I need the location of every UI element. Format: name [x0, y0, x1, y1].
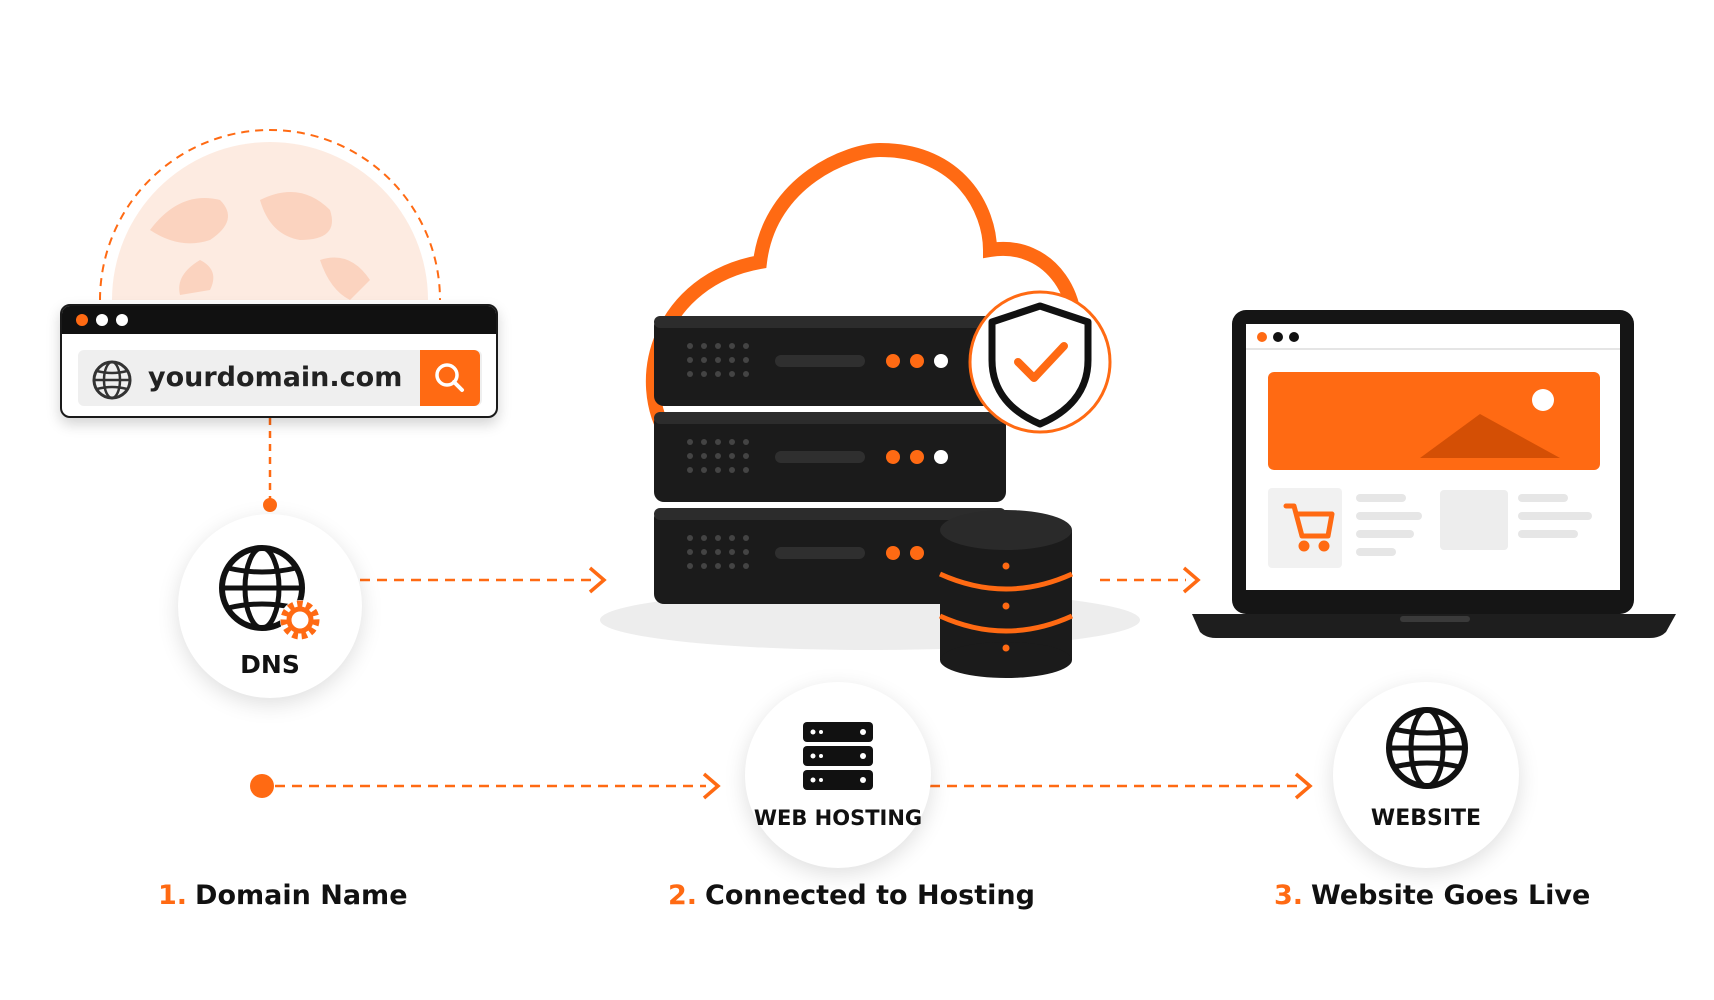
step-1-caption: 1.Domain Name [158, 880, 408, 911]
globe-icon [1386, 707, 1468, 789]
website-node: WEBSITE [1333, 682, 1519, 868]
shield-check-icon [968, 290, 1112, 434]
arrow-dns-to-hosting [360, 566, 607, 594]
browser-window: yourdomain.com [60, 304, 498, 418]
step-label: Domain Name [195, 880, 408, 911]
window-dot [96, 314, 108, 326]
shopping-cart-icon [1283, 503, 1335, 552]
web-hosting-node: WEB HOSTING [745, 682, 931, 868]
step-label: Website Goes Live [1311, 880, 1591, 911]
bottom-flow [250, 772, 1313, 800]
cloud-icon [645, 142, 1083, 447]
dns-node: DNS [178, 514, 362, 698]
search-icon [435, 363, 464, 392]
database-icon [938, 510, 1074, 678]
globe-gear-icon [219, 545, 320, 640]
search-button[interactable] [420, 350, 480, 406]
address-field[interactable] [78, 350, 482, 406]
step-2-caption: 2.Connected to Hosting [668, 880, 1035, 911]
dns-label: DNS [240, 650, 300, 679]
laptop-icon [1192, 310, 1676, 638]
connector-dot [263, 498, 277, 512]
step-number: 1. [158, 880, 188, 911]
globe-icon [92, 360, 132, 400]
step-label: Connected to Hosting [705, 880, 1035, 911]
server-rack-icon [654, 316, 1006, 604]
step-number: 2. [668, 880, 698, 911]
window-dot [76, 314, 88, 326]
arrow-hosting-to-website [1100, 566, 1201, 594]
domain-url: yourdomain.com [148, 362, 403, 393]
browser-titlebar [62, 306, 496, 334]
server-icon [803, 722, 873, 790]
world-map-icon [99, 129, 441, 301]
website-label: WEBSITE [1370, 806, 1482, 831]
web-hosting-label: WEB HOSTING [753, 806, 923, 830]
gear-icon [280, 600, 320, 640]
step-number: 3. [1274, 880, 1304, 911]
window-dot [116, 314, 128, 326]
step-3-caption: 3.Website Goes Live [1274, 880, 1590, 911]
